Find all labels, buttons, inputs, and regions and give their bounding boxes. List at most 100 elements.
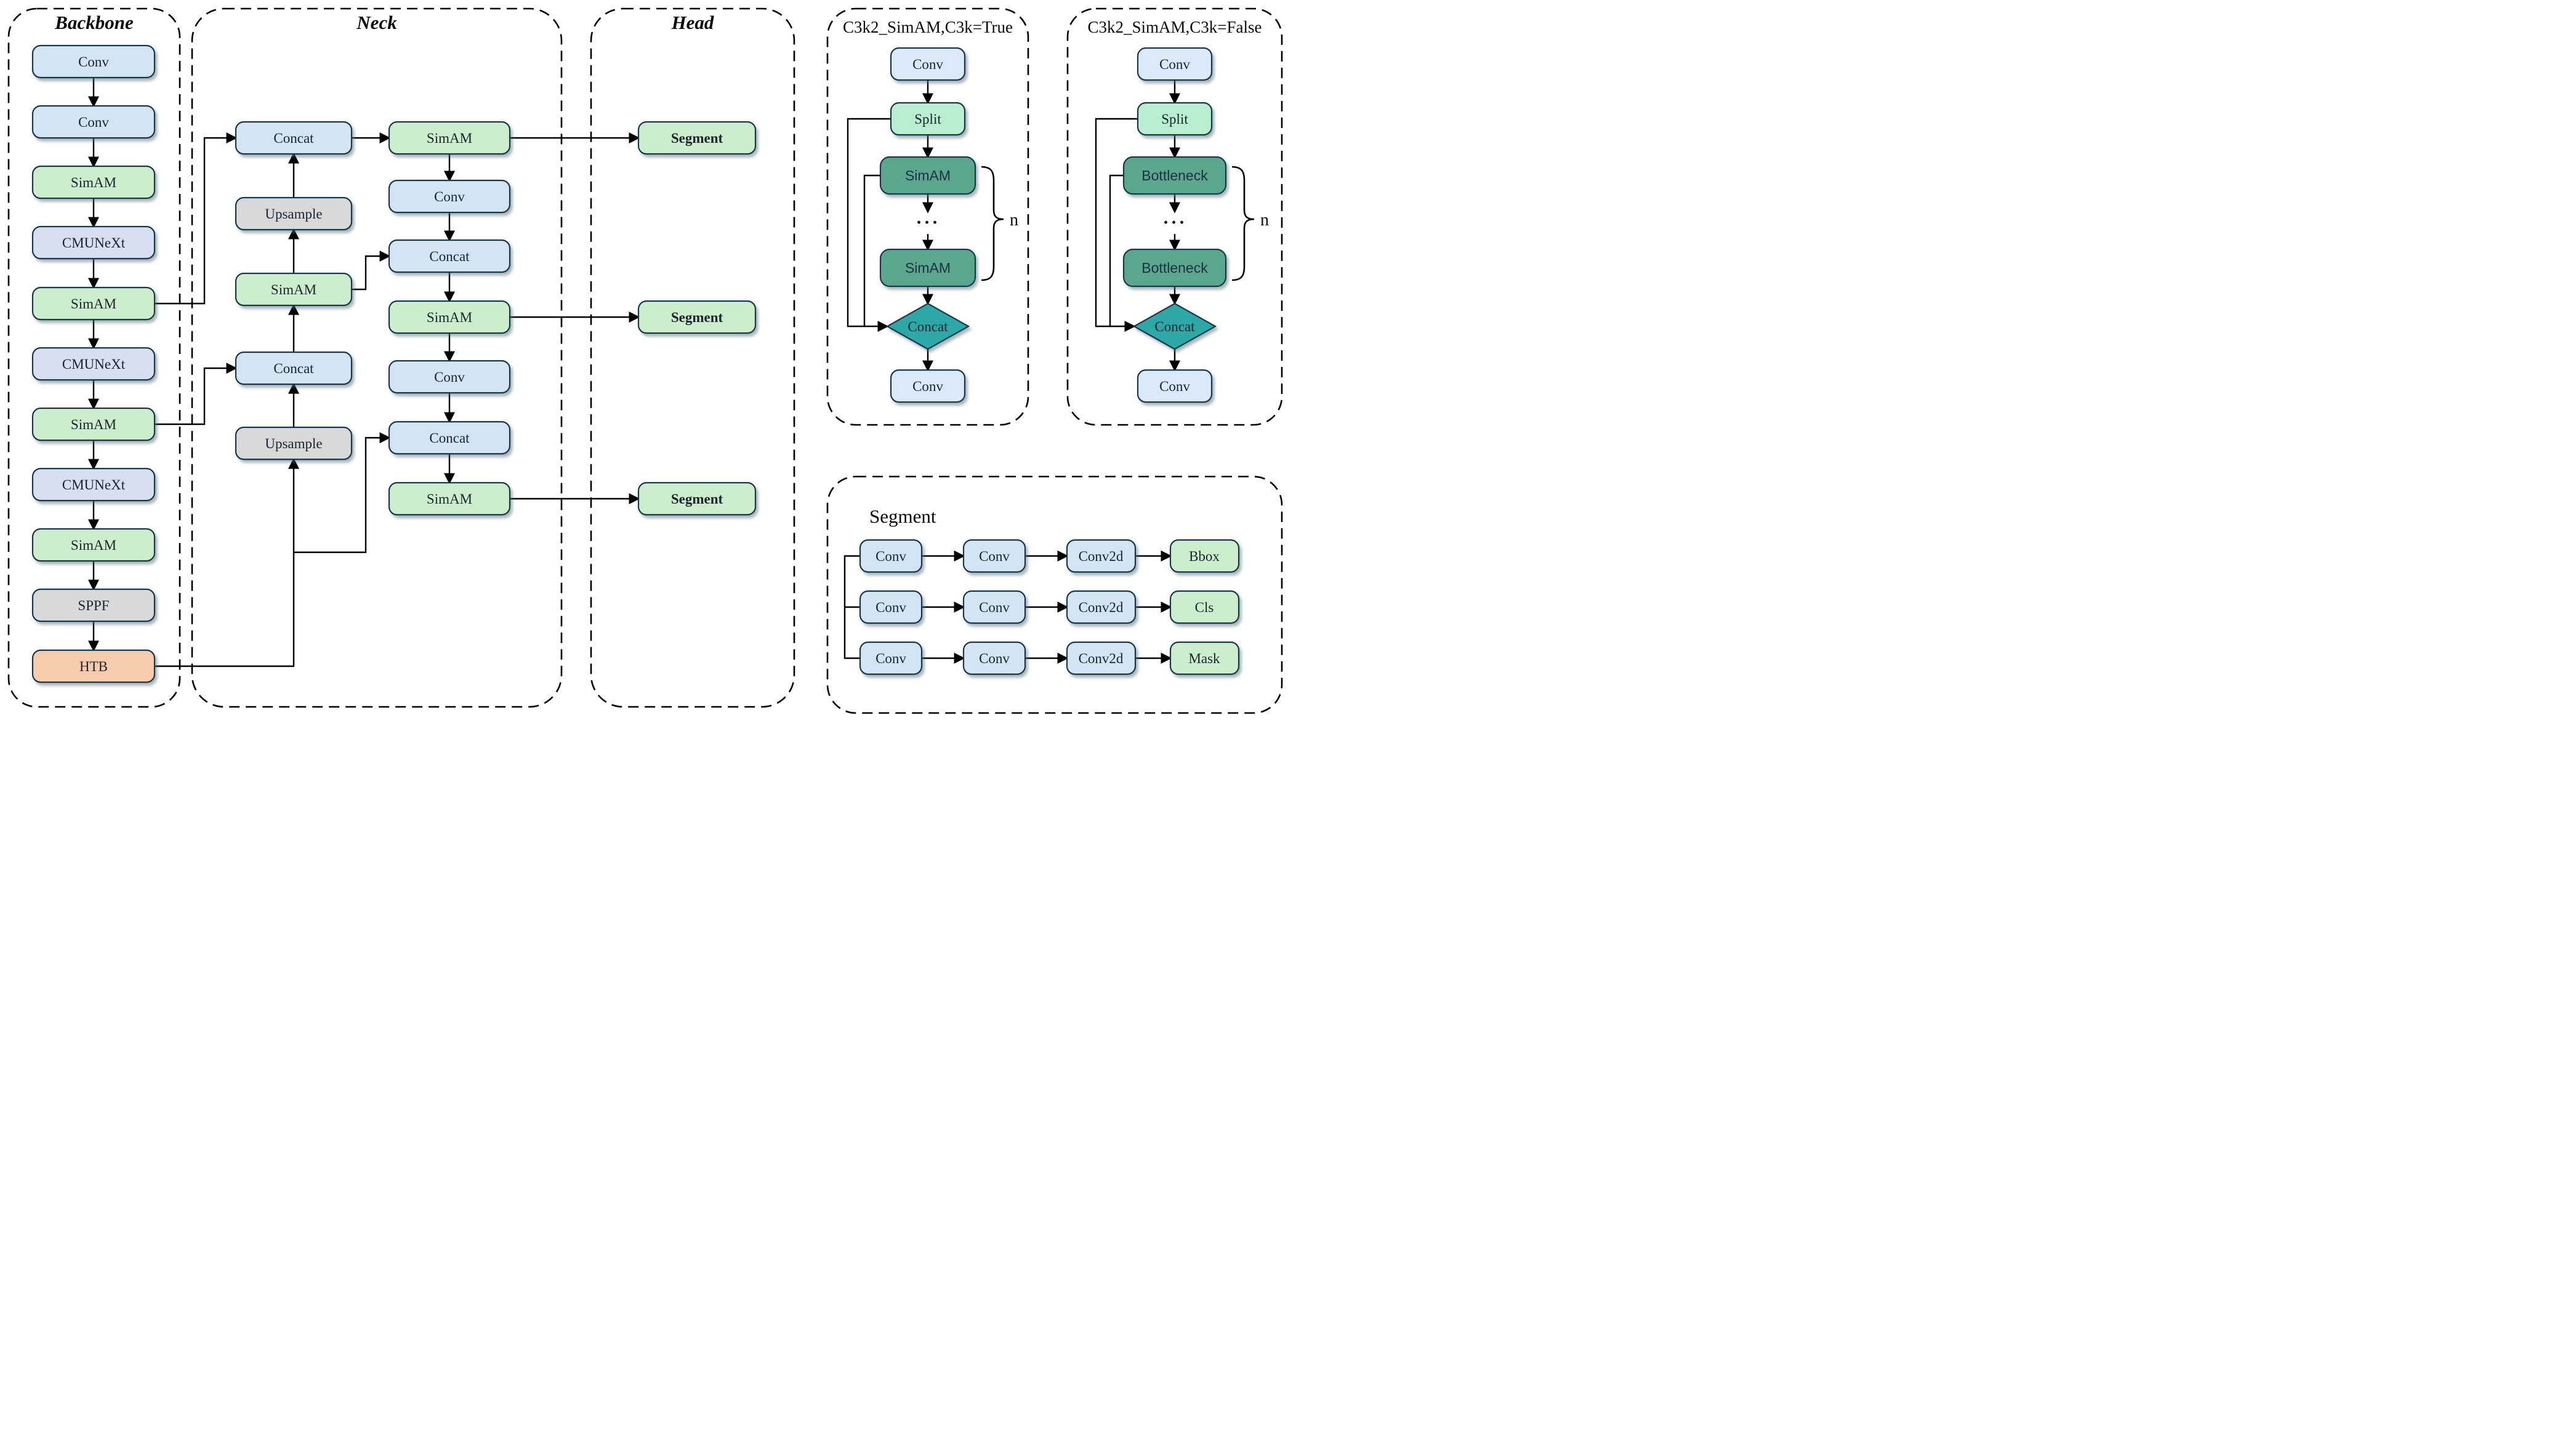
seg-row2-conv1-block	[859, 590, 923, 624]
block-label: Concat	[273, 131, 314, 146]
unit-skip-connector	[863, 174, 880, 326]
backbone-sppf-block	[31, 588, 156, 622]
repeat-count-label: n	[1010, 211, 1018, 230]
neck-simam-mid-block	[235, 272, 353, 307]
neck-left-column: Concat Upsample SimAM Concat Upsample	[235, 121, 353, 461]
backbone-conv2-block	[31, 105, 156, 139]
block-label: Conv2d	[1079, 549, 1124, 564]
backbone-simam2-block	[31, 286, 156, 321]
backbone-section: Conv Conv SimAM CMUNeXt SimAM CMUNeXt Si…	[31, 44, 156, 683]
c3k2-true-title: C3k2_SimAM,C3k=True	[843, 18, 1013, 36]
block-label: SPPF	[78, 598, 109, 613]
block-label: SimAM	[71, 417, 116, 432]
c3k2t-conv-out-block	[890, 369, 966, 403]
backbone-cmunext2-block	[31, 347, 156, 381]
head-segment2-block	[637, 300, 757, 334]
block-label: Conv	[979, 549, 1010, 564]
seg-row3-mask-block	[1169, 641, 1240, 675]
block-label: Bottleneck	[1141, 260, 1208, 276]
backbone-simam1-block	[31, 165, 156, 199]
block-label: Conv2d	[1079, 651, 1124, 666]
block-label: SimAM	[427, 310, 472, 325]
block-label: Split	[914, 111, 941, 127]
block-label: Conv	[434, 369, 465, 385]
block-label: Cls	[1195, 600, 1214, 615]
segment-detail-panel: Conv Conv Conv2d Bbox Conv Conv Conv2d C…	[859, 539, 1240, 675]
neck-upsample2-block	[235, 426, 353, 461]
block-label: Conv	[78, 54, 109, 70]
head-title: Head	[671, 12, 714, 33]
block-label: SimAM	[427, 491, 472, 507]
c3k2f-split-block	[1137, 102, 1213, 136]
block-label: Conv	[875, 549, 906, 564]
c3k2f-concat-diamond	[1132, 302, 1217, 350]
block-label: Conv	[979, 651, 1010, 666]
block-label: CMUNeXt	[62, 477, 126, 493]
block-label: Conv2d	[1079, 600, 1124, 615]
c3k2-true-panel: Conv Split SimAM ··· SimAM Concat Conv n	[879, 47, 1018, 403]
c3k2t-split-block	[890, 102, 966, 136]
head-segment3-block	[637, 481, 757, 516]
block-label: CMUNeXt	[62, 235, 126, 251]
block-label: Concat	[429, 430, 470, 446]
skip-connector-p3	[155, 132, 238, 305]
c3k2-false-panel: Conv Split Bottleneck ··· Bottleneck Con…	[1122, 47, 1269, 403]
neck-right-column: SimAM Conv Concat SimAM Conv Concat SimA…	[388, 121, 511, 516]
neck-panel-border	[191, 7, 563, 708]
block-label: Conv	[434, 189, 465, 204]
neck-concat3-block	[388, 239, 511, 273]
neck-simam-out1-block	[388, 121, 511, 155]
block-label: Segment	[671, 491, 723, 507]
block-label: Bbox	[1189, 549, 1220, 564]
architecture-figure: Backbone Neck Head C3k2_SimAM,C3k=True C…	[0, 0, 1288, 721]
seg-row2-cls-block	[1169, 590, 1240, 624]
head-panel-border	[590, 7, 795, 708]
backbone-simam4-block	[31, 528, 156, 562]
diagram-canvas: Backbone Neck Head C3k2_SimAM,C3k=True C…	[7, 7, 1283, 714]
segment-detail-title: Segment	[869, 506, 936, 527]
c3k2f-bottleneck2-block	[1122, 248, 1227, 288]
block-label: Conv	[912, 57, 943, 72]
block-label: Split	[1161, 111, 1188, 127]
block-label: SimAM	[71, 538, 116, 553]
block-label: Conv	[875, 600, 906, 615]
neck-conv2-block	[388, 360, 511, 394]
block-label: Conv	[979, 600, 1010, 615]
backbone-simam3-block	[31, 407, 156, 441]
block-label: Segment	[671, 310, 723, 325]
block-label: Conv	[875, 651, 906, 666]
neck-title: Neck	[356, 12, 397, 33]
block-label: SimAM	[71, 175, 116, 190]
c3k2t-simam2-block	[879, 248, 976, 288]
neck-concat1-block	[235, 121, 353, 155]
seg-row3-conv1-block	[859, 641, 923, 675]
repeat-count-label: n	[1260, 211, 1269, 230]
c3k2-false-title: C3k2_SimAM,C3k=False	[1087, 18, 1262, 36]
block-label: SimAM	[271, 282, 316, 297]
c3k2t-simam1-block	[879, 156, 976, 195]
skip-connector-p4	[155, 363, 238, 425]
simam-elbow-connector	[352, 251, 391, 291]
c3k2f-bottleneck1-block	[1122, 156, 1227, 195]
block-label: SimAM	[905, 260, 951, 276]
connector-group	[88, 78, 1180, 667]
backbone-panel-border	[7, 7, 181, 708]
seg-row1-conv1-block	[859, 539, 923, 573]
seg-row3-conv2-block	[962, 641, 1026, 675]
neck-simam-out3-block	[388, 481, 511, 516]
neck-concat2-block	[235, 351, 353, 385]
block-label: SimAM	[427, 131, 472, 146]
block-label: Conv	[1159, 57, 1190, 72]
block-label: Upsample	[265, 206, 322, 222]
c3k2-true-panel-border	[826, 7, 1029, 426]
block-label: Concat	[908, 319, 948, 334]
c3k2f-conv-in-block	[1137, 47, 1213, 81]
block-label: SimAM	[905, 167, 951, 183]
split-skip-connector	[847, 118, 891, 332]
htb-connector	[155, 457, 299, 667]
c3k2t-conv-in-block	[890, 47, 966, 81]
block-label: Conv	[1159, 379, 1190, 394]
ellipsis: ···	[1162, 212, 1186, 233]
neck-concat4-block	[388, 421, 511, 455]
seg-row1-conv2d-block	[1066, 539, 1137, 573]
